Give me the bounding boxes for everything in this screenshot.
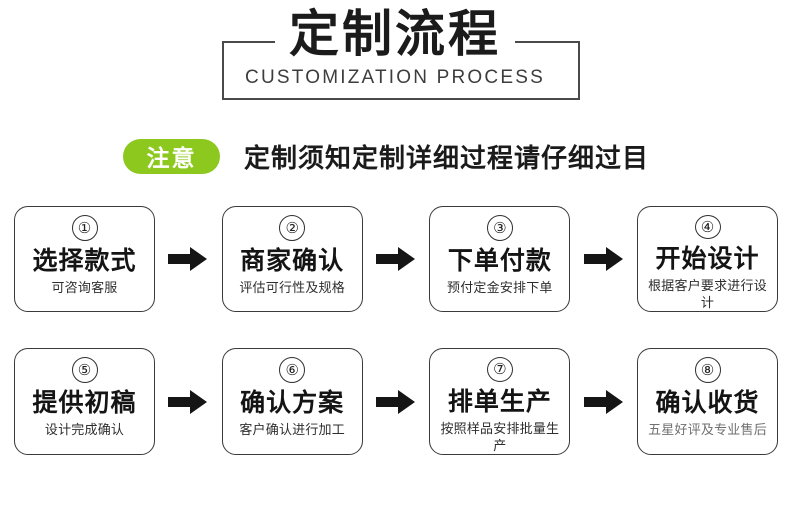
step-subtitle-8: 五星好评及专业售后 — [648, 422, 767, 437]
step-subtitle-2: 评估可行性及规格 — [239, 280, 345, 295]
page-title: 定制流程 — [0, 2, 790, 66]
step-number-7: ⑦ — [486, 357, 513, 382]
page-header: 定制流程 CUSTOMIZATION PROCESS — [0, 0, 790, 120]
step-number-4: ④ — [694, 215, 721, 239]
step-title-1: 选择款式 — [32, 247, 137, 275]
step-title-4: 开始设计 — [655, 245, 760, 273]
step-box-3: ③ 下单付款 预付定金安排下单 — [429, 206, 571, 312]
step-number-8: ⑧ — [694, 357, 721, 383]
notice-row: 注意 定制须知定制详细过程请仔细过目 — [123, 135, 649, 177]
notice-badge: 注意 — [123, 138, 220, 174]
page-subtitle: CUSTOMIZATION PROCESS — [245, 67, 545, 88]
step-box-8: ⑧ 确认收货 五星好评及专业售后 — [637, 348, 779, 455]
step-title-5: 提供初稿 — [32, 389, 137, 417]
arrow-right-icon-1 — [155, 246, 222, 272]
arrow-right-icon-2 — [363, 246, 430, 272]
step-box-7: ⑦ 排单生产 按照样品安排批量生产 — [429, 348, 571, 455]
step-subtitle-3: 预付定金安排下单 — [447, 280, 553, 295]
page-title-text: 定制流程 — [275, 2, 515, 66]
arrow-right-icon-5 — [363, 389, 430, 415]
step-title-7: 排单生产 — [447, 388, 552, 416]
step-title-6: 确认方案 — [240, 389, 345, 417]
step-box-2: ② 商家确认 评估可行性及规格 — [221, 206, 363, 312]
step-subtitle-5: 设计完成确认 — [44, 422, 125, 437]
step-number-5: ⑤ — [71, 357, 98, 383]
step-number-6: ⑥ — [279, 357, 306, 383]
step-subtitle-4: 根据客户要求进行设计 — [648, 278, 767, 310]
notice-text: 定制须知定制详细过程请仔细过目 — [244, 142, 650, 173]
step-title-3: 下单付款 — [447, 247, 552, 275]
flow-row-2: ⑤ 提供初稿 设计完成确认 ⑥ 确认方案 客户确认进行加工 ⑦ 排单生产 按照样… — [14, 348, 779, 455]
step-box-4: ④ 开始设计 根据客户要求进行设计 — [637, 206, 779, 312]
step-box-5: ⑤ 提供初稿 设计完成确认 — [14, 348, 155, 455]
step-number-1: ① — [71, 215, 98, 241]
step-title-8: 确认收货 — [655, 389, 760, 417]
arrow-right-icon-4 — [155, 389, 222, 415]
arrow-right-icon-3 — [570, 246, 637, 272]
step-number-3: ③ — [486, 215, 513, 241]
step-title-2: 商家确认 — [240, 247, 345, 275]
step-number-2: ② — [279, 215, 306, 241]
step-subtitle-6: 客户确认进行加工 — [239, 422, 345, 437]
flow-row-1: ① 选择款式 可咨询客服 ② 商家确认 评估可行性及规格 ③ 下单付款 预付定金… — [14, 206, 779, 312]
step-subtitle-1: 可咨询客服 — [51, 280, 118, 295]
step-box-1: ① 选择款式 可咨询客服 — [14, 206, 155, 312]
step-box-6: ⑥ 确认方案 客户确认进行加工 — [221, 348, 363, 455]
arrow-right-icon-6 — [570, 389, 637, 415]
step-subtitle-7: 按照样品安排批量生产 — [440, 421, 560, 453]
